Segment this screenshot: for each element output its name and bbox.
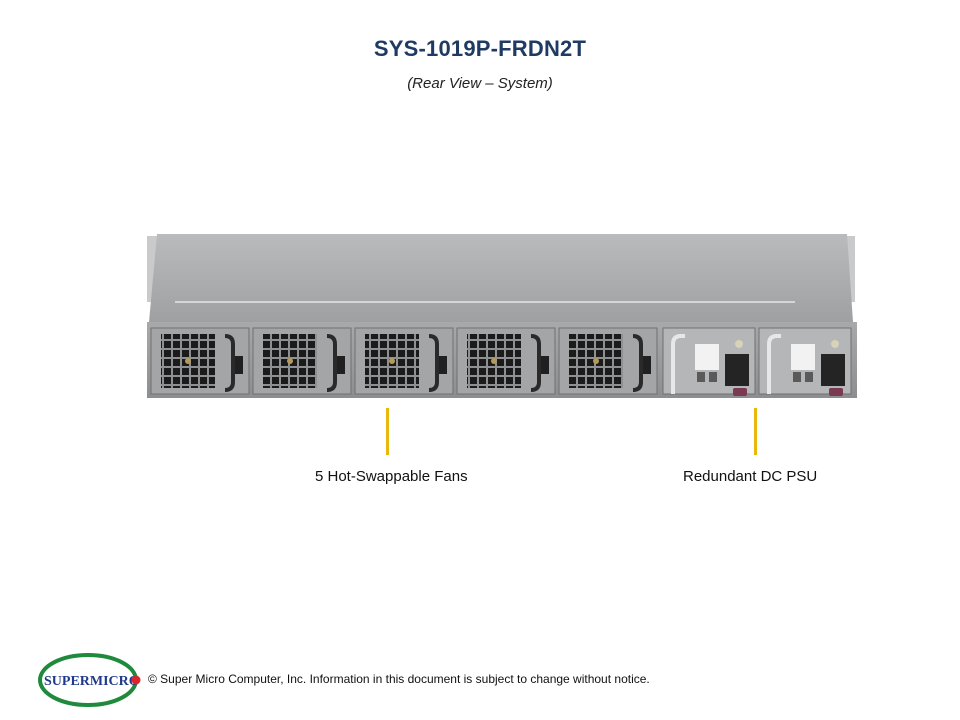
fan-module[interactable] xyxy=(150,327,250,395)
psu-terminal-label xyxy=(695,344,719,370)
psu-ground-screw xyxy=(735,340,743,348)
logo-text: SUPERMICRO xyxy=(44,674,140,689)
fan-hub xyxy=(491,358,497,364)
psu-vent xyxy=(725,354,749,386)
fan-module[interactable] xyxy=(558,327,658,395)
psu-ground-screw xyxy=(831,340,839,348)
fan-hub xyxy=(593,358,599,364)
page-title: SYS-1019P-FRDN2T xyxy=(373,36,587,61)
callout-line-fans xyxy=(386,408,389,455)
callout-line-psu xyxy=(754,408,757,455)
fan-module[interactable] xyxy=(252,327,352,395)
fan-module[interactable] xyxy=(354,327,454,395)
copyright-notice: © Super Micro Computer, Inc. Information… xyxy=(148,672,650,686)
fan-hub xyxy=(185,358,191,364)
callout-label-psu: Redundant DC PSU xyxy=(683,468,818,485)
psu-terminal xyxy=(793,372,801,382)
fan-handle xyxy=(224,334,235,392)
fan-handle xyxy=(632,334,643,392)
psu-module[interactable] xyxy=(662,327,756,396)
psu-module[interactable] xyxy=(758,327,852,396)
psu-terminal xyxy=(697,372,705,382)
psu-release-tab xyxy=(829,388,843,396)
psu-terminal xyxy=(709,372,717,382)
fan-hub xyxy=(389,358,395,364)
psu-vent xyxy=(821,354,845,386)
page-subtitle: (Rear View – System) xyxy=(407,75,553,92)
fan-module[interactable] xyxy=(456,327,556,395)
fan-latch xyxy=(235,356,243,374)
fan-handle xyxy=(428,334,439,392)
chassis-top xyxy=(149,234,853,322)
fan-hub xyxy=(287,358,293,364)
psu-release-tab xyxy=(733,388,747,396)
logo-dot xyxy=(131,675,141,685)
fan-latch xyxy=(439,356,447,374)
fan-latch xyxy=(337,356,345,374)
psu-terminal xyxy=(805,372,813,382)
fan-handle xyxy=(530,334,541,392)
fan-latch xyxy=(643,356,651,374)
psu-handle xyxy=(767,334,781,394)
fan-handle xyxy=(326,334,337,392)
fan-latch xyxy=(541,356,549,374)
supermicro-logo: SUPERMICRO xyxy=(38,653,141,707)
psu-handle xyxy=(671,334,685,394)
callout-label-fans: 5 Hot-Swappable Fans xyxy=(315,468,468,485)
server-rear-image xyxy=(147,234,857,398)
psu-terminal-label xyxy=(791,344,815,370)
